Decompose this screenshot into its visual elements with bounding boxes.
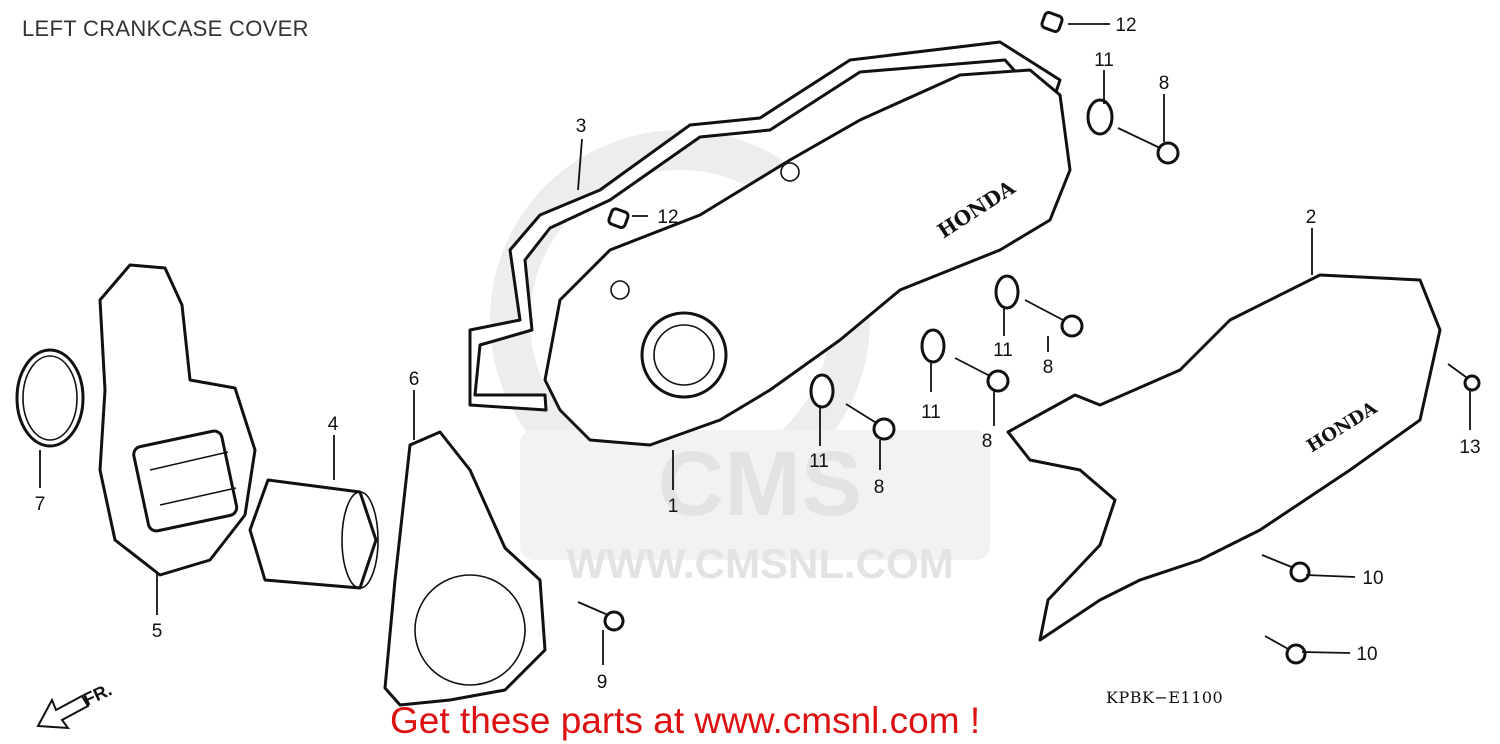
leader-lines xyxy=(39,23,1471,665)
callout-10-b: 10 xyxy=(1356,644,1377,665)
callout-11-top: 11 xyxy=(1094,50,1114,71)
washer-11c xyxy=(920,328,946,364)
watermark-url: WWW.CMSNL.COM xyxy=(566,540,953,587)
bolt-10b xyxy=(1264,635,1307,665)
callout-9: 9 xyxy=(597,672,608,693)
cover-plate-6 xyxy=(383,430,547,707)
bolt-8b xyxy=(1024,299,1084,338)
callout-12-top: 12 xyxy=(1115,15,1136,36)
callout-11-c: 11 xyxy=(921,402,941,423)
callout-13: 13 xyxy=(1459,437,1480,458)
bolt-8d xyxy=(845,403,896,441)
bolt-8a xyxy=(1117,127,1180,165)
washer-11a xyxy=(1086,98,1114,136)
callout-4: 4 xyxy=(328,414,339,435)
callout-3: 3 xyxy=(576,116,587,137)
filter-element-4 xyxy=(248,478,378,590)
diagram-title: LEFT CRANKCASE COVER xyxy=(22,16,309,41)
gasket-3 xyxy=(468,40,1062,412)
bolt-8c xyxy=(954,357,1010,393)
callout-8-b: 8 xyxy=(1043,357,1054,378)
callout-6: 6 xyxy=(409,369,420,390)
callout-1: 1 xyxy=(668,496,679,517)
duct-grille xyxy=(132,429,239,533)
air-duct-5 xyxy=(98,263,257,577)
bolt-10a xyxy=(1261,554,1311,583)
callout-7: 7 xyxy=(35,494,46,515)
o-ring-7 xyxy=(15,348,85,448)
callout-11-d: 11 xyxy=(809,451,829,472)
callout-2: 2 xyxy=(1306,207,1317,228)
bolt-9 xyxy=(577,601,625,632)
washer-11b xyxy=(994,274,1020,310)
callout-5: 5 xyxy=(152,621,163,642)
callout-10-a: 10 xyxy=(1362,568,1383,589)
front-direction-arrow-icon: FR. xyxy=(36,679,115,730)
outer-cover-2 xyxy=(1006,273,1442,642)
watermark-logo: CMS xyxy=(658,433,862,535)
bolt-13 xyxy=(1447,363,1481,392)
callout-8-c: 8 xyxy=(982,431,993,452)
callout-12-mid: 12 xyxy=(657,207,678,228)
drawing-code: KPBK−E1100 xyxy=(1106,688,1224,707)
dowel-12a xyxy=(1040,11,1064,33)
callout-11-b: 11 xyxy=(993,340,1013,361)
washer-11d xyxy=(809,373,835,409)
callout-8-top: 8 xyxy=(1159,73,1170,94)
callout-8-d: 8 xyxy=(874,477,885,498)
dowel-12b xyxy=(607,207,630,229)
parts-link-banner[interactable]: Get these parts at www.cmsnl.com ! xyxy=(390,700,981,741)
